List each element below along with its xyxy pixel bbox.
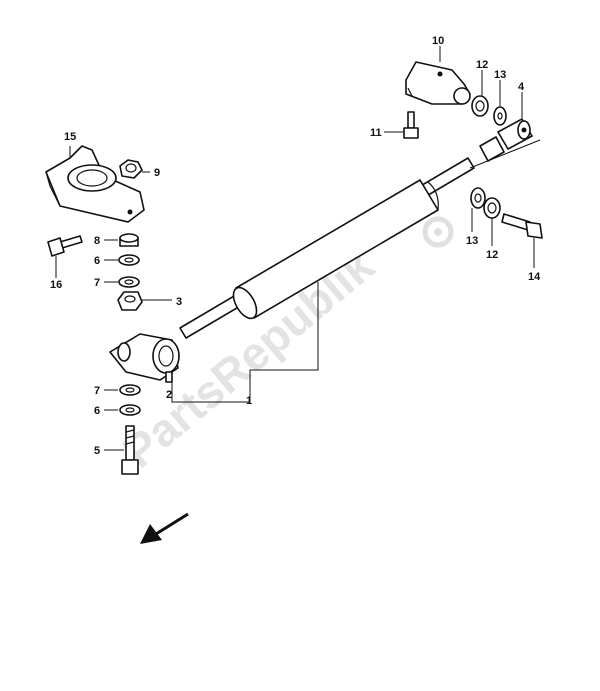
washer-6-lower [119,404,141,416]
washer-7-lower [119,384,141,396]
label-13b: 13 [466,235,478,247]
label-5: 5 [94,445,100,457]
steering-damper [179,118,533,339]
label-9: 9 [154,167,160,179]
frame-bracket-10 [405,61,471,105]
label-15: 15 [64,131,76,143]
washer-7-upper [118,276,140,288]
collar-12-lower [483,197,501,219]
washer-13-upper [493,106,507,126]
label-12b: 12 [486,249,498,261]
label-6b: 6 [94,405,100,417]
collar-12-upper [471,95,489,117]
label-8: 8 [94,235,100,247]
bolt-16 [47,235,83,257]
label-7b: 7 [94,385,100,397]
label-6a: 6 [94,255,100,267]
label-16: 16 [50,279,62,291]
washer-6-upper [118,254,140,266]
label-1: 1 [246,395,252,407]
label-7a: 7 [94,277,100,289]
label-11: 11 [370,127,382,139]
bolt-5 [121,425,139,475]
leader-lines [55,46,541,451]
bolt-14 [501,213,543,239]
label-4: 4 [518,81,525,93]
bushing-8 [119,233,139,247]
washer-13-lower [470,187,486,209]
label-12a: 12 [476,59,488,71]
gear-icon [422,216,454,248]
bolt-11 [403,111,419,139]
part-labels: 1 2 3 4 5 6 6 7 7 8 9 10 11 12 12 13 13 … [50,35,541,457]
frame-bracket-15 [45,145,145,223]
label-2: 2 [166,389,172,401]
nut-9 [119,159,143,179]
label-3: 3 [176,296,182,308]
lower-mount-clamp [109,333,180,383]
arrow-down-left-icon [140,512,189,544]
rubber-3 [117,291,143,311]
label-10: 10 [432,35,444,47]
label-13a: 13 [494,69,506,81]
label-14: 14 [528,271,541,283]
